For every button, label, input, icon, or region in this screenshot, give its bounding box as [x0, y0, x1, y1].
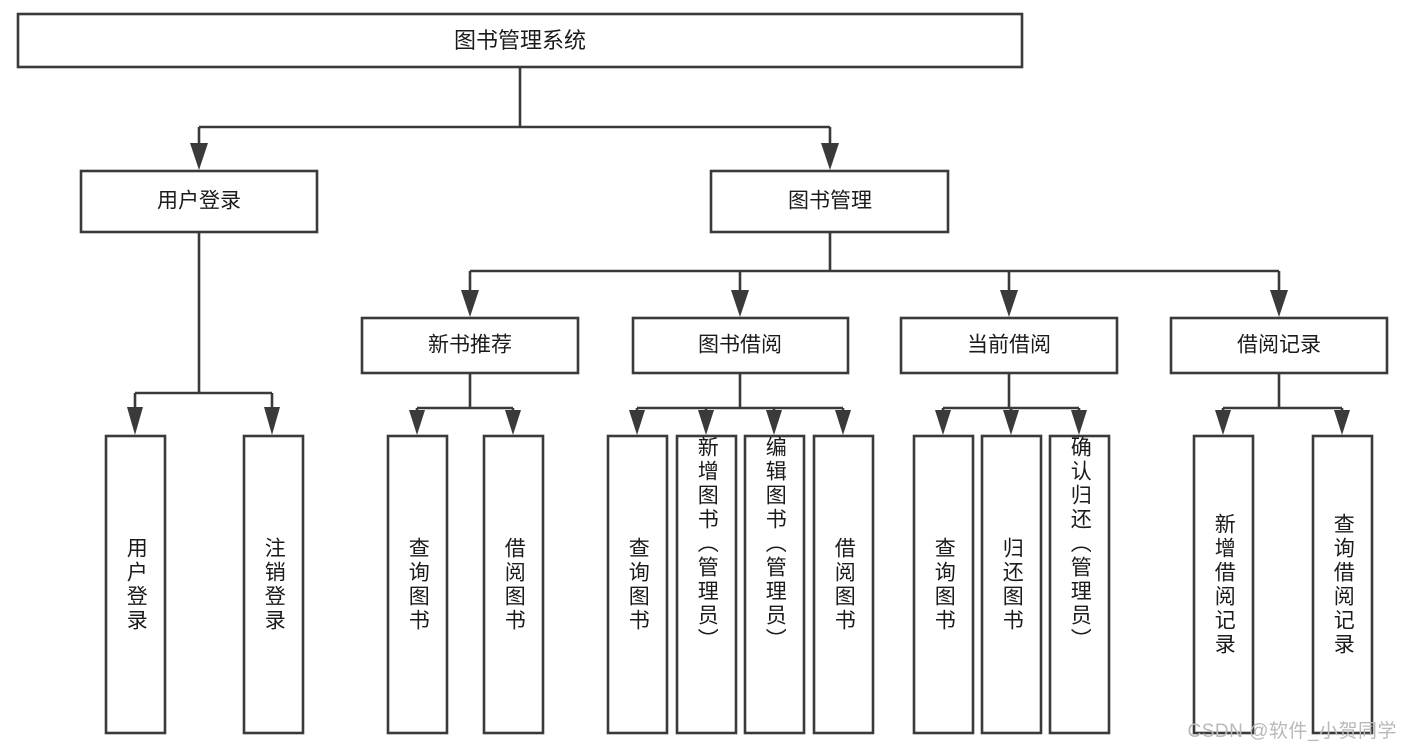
arrow-head-leaf-query-book-borrow	[629, 410, 645, 435]
arrow-head-user-login	[190, 143, 208, 170]
connector-new-book-to-leaves	[409, 373, 521, 435]
leaf-user-login-box[interactable]	[104, 434, 167, 735]
connector-current-borrow-to-leaves	[935, 373, 1087, 435]
arrow-head-leaf-query-book-recommend	[409, 410, 425, 435]
leaf-borrow-book-recommend-box[interactable]	[482, 434, 545, 735]
arrow-head-leaf-borrow-book-recommend	[505, 410, 521, 435]
leaf-add-book-admin-box[interactable]	[675, 434, 738, 735]
node-borrow-record[interactable]: 借阅记录	[1169, 316, 1389, 375]
node-current-borrow[interactable]: 当前借阅	[899, 316, 1119, 375]
arrow-head-current-borrow	[1000, 290, 1018, 317]
node-book-manage-box[interactable]	[709, 169, 950, 234]
arrow-head-leaf-query-borrow-record	[1334, 410, 1350, 435]
arrow-head-book-manage	[821, 143, 839, 170]
leaf-confirm-return-admin-box[interactable]	[1048, 434, 1111, 735]
node-book-manage[interactable]: 图书管理	[709, 169, 950, 234]
node-root-box[interactable]	[16, 12, 1024, 69]
node-user-login[interactable]: 用户登录	[79, 169, 319, 234]
node-user-login-box[interactable]	[79, 169, 319, 234]
node-new-book-recommend-label: 新书推荐	[428, 334, 512, 357]
leaf-edit-book-admin-box[interactable]	[743, 434, 806, 735]
node-book-manage-label: 图书管理	[788, 190, 872, 213]
leaf-query-book-recommend-box[interactable]	[386, 434, 449, 735]
arrow-head-leaf-return-book	[1003, 410, 1019, 435]
node-new-book-recommend-box[interactable]	[360, 316, 580, 375]
leaf-query-book-current-box[interactable]	[912, 434, 975, 735]
node-user-login-label: 用户登录	[157, 190, 241, 213]
node-current-borrow-box[interactable]	[899, 316, 1119, 375]
connector-borrow-record-to-leaves	[1215, 373, 1350, 435]
leaf-boxes	[104, 434, 1374, 735]
arrow-head-book-borrow	[731, 290, 749, 317]
connector-user-login-to-leaves	[127, 232, 280, 435]
connector-root-to-level2	[190, 67, 839, 170]
arrow-head-leaf-user-logout	[264, 407, 280, 435]
arrow-head-leaf-add-book-admin	[698, 410, 714, 435]
leaf-user-logout-box[interactable]	[242, 434, 305, 735]
arrow-head-leaf-edit-book-admin	[766, 410, 782, 435]
connector-book-borrow-to-leaves	[629, 373, 851, 435]
arrow-head-leaf-confirm-return-admin	[1071, 410, 1087, 435]
connector-book-manage-to-level3	[461, 232, 1288, 317]
arrow-head-leaf-user-login	[127, 407, 143, 435]
arrow-head-new-book	[461, 290, 479, 317]
arrow-head-leaf-add-borrow-record	[1215, 410, 1231, 435]
node-current-borrow-label: 当前借阅	[967, 334, 1051, 357]
arrow-head-borrow-record	[1270, 290, 1288, 317]
node-book-borrow-label: 图书借阅	[698, 334, 782, 357]
leaf-borrow-book-box[interactable]	[812, 434, 875, 735]
leaf-query-borrow-record-box[interactable]	[1311, 434, 1374, 735]
csdn-watermark: CSDN @软件_小贺同学	[1187, 721, 1397, 742]
leaf-query-book-borrow-box[interactable]	[606, 434, 669, 735]
node-new-book-recommend[interactable]: 新书推荐	[360, 316, 580, 375]
arrow-head-leaf-borrow-book	[835, 410, 851, 435]
node-borrow-record-box[interactable]	[1169, 316, 1389, 375]
node-book-borrow[interactable]: 图书借阅	[631, 316, 850, 375]
arrow-head-leaf-query-book-current	[935, 410, 951, 435]
node-book-borrow-box[interactable]	[631, 316, 850, 375]
node-borrow-record-label: 借阅记录	[1237, 334, 1321, 357]
node-root-label: 图书管理系统	[454, 28, 586, 53]
node-root[interactable]: 图书管理系统	[16, 12, 1024, 69]
leaf-add-borrow-record-box[interactable]	[1192, 434, 1255, 735]
leaf-return-book-box[interactable]	[980, 434, 1043, 735]
